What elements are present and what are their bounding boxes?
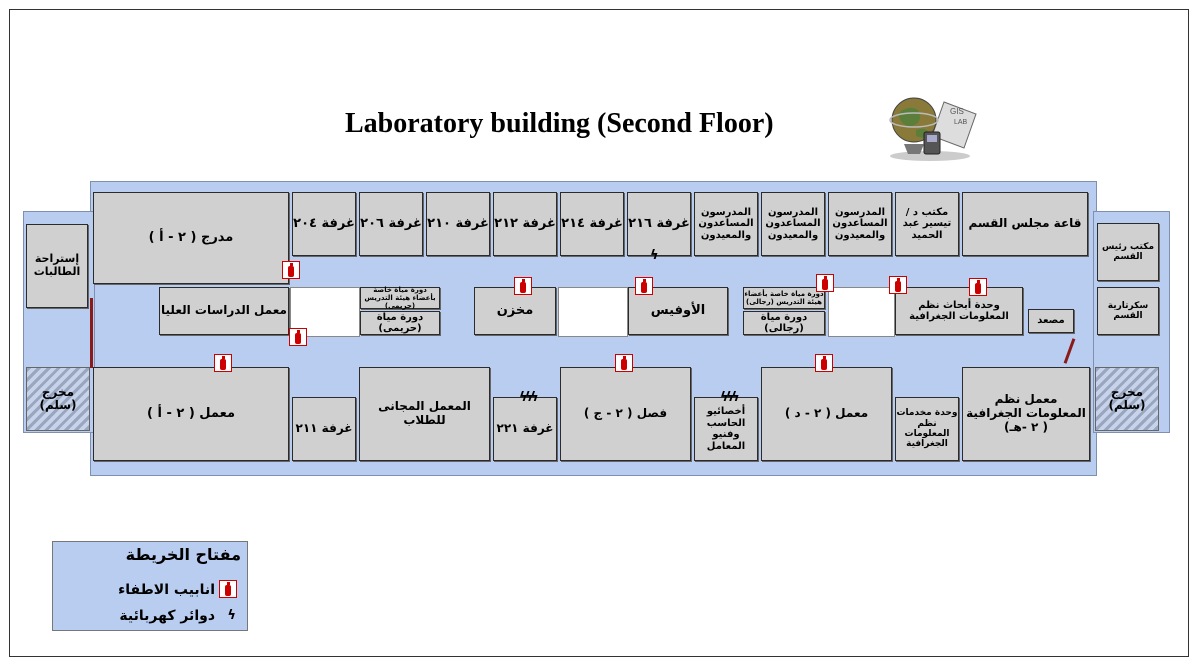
courtyard-3 bbox=[828, 287, 895, 337]
map-frame bbox=[9, 9, 1189, 657]
room-female-wc[interactable]: دورة مياة (حريمى) bbox=[360, 311, 440, 335]
legend-extinguisher-label: انابيب الاطفاء bbox=[118, 582, 215, 598]
room-teaching-assistants-3[interactable]: المدرسون المساعدون والمعيدون bbox=[828, 192, 892, 256]
gis-lab-logo: GIS LAB bbox=[889, 97, 977, 161]
room-male-wc[interactable]: دورة مياة (رجالى) bbox=[743, 311, 825, 335]
elevator[interactable]: مصعد bbox=[1028, 309, 1074, 333]
room-204[interactable]: غرفة ٢٠٤ bbox=[292, 192, 356, 256]
legend-electrical-label: دوائر كهربائية bbox=[119, 608, 215, 624]
fire-extinguisher-icon bbox=[289, 328, 307, 346]
room-221[interactable]: غرفة ٢٢١ bbox=[493, 397, 557, 461]
electric-circuit-icon: ϟϟϟ bbox=[720, 390, 740, 405]
exit-stairs-west[interactable]: مخرج (سلم) bbox=[26, 367, 90, 431]
legend-title: مفتاح الخريطة bbox=[125, 545, 241, 564]
room-free-student-lab[interactable]: المعمل المجانى للطلاب bbox=[359, 367, 490, 461]
room-female-lounge[interactable]: إستراحة الطالبات bbox=[26, 224, 88, 308]
fire-extinguisher-icon bbox=[969, 278, 987, 296]
fire-extinguisher-icon bbox=[635, 277, 653, 295]
room-class-2c[interactable]: فصل ( ٢ - ج ) bbox=[560, 367, 691, 461]
room-graduate-lab[interactable]: معمل الدراسات العليا bbox=[159, 287, 289, 335]
fire-extinguisher-icon bbox=[889, 276, 907, 294]
electric-circuit-icon: ϟϟϟ bbox=[519, 390, 539, 405]
room-storage[interactable]: مخزن bbox=[474, 287, 556, 335]
map-legend: مفتاح الخريطة انابيب الاطفاء ϟ دوائر كهر… bbox=[52, 541, 248, 631]
room-male-staff-wc[interactable]: دورة مياة خاصة بأعضاء هيئة التدريس (رجال… bbox=[743, 287, 825, 309]
electric-circuit-icon: ϟ bbox=[650, 248, 658, 263]
room-office-pantry[interactable]: الأوفيس bbox=[628, 287, 728, 335]
courtyard-2 bbox=[558, 287, 628, 337]
room-gis-research-unit[interactable]: وحدة أبحاث نظم المعلومات الجغرافية bbox=[895, 287, 1023, 335]
room-211[interactable]: غرفة ٢١١ bbox=[292, 397, 356, 461]
room-department-council[interactable]: قاعة مجلس القسم bbox=[962, 192, 1088, 256]
room-office-dr-taysir[interactable]: مكتب د / تيسير عبد الحميد bbox=[895, 192, 959, 256]
room-department-head[interactable]: مكتب رئيس القسم bbox=[1097, 223, 1159, 281]
room-214[interactable]: غرفة ٢١٤ bbox=[560, 192, 624, 256]
electric-circuit-icon: ϟ bbox=[227, 608, 235, 623]
fire-extinguisher-icon bbox=[816, 274, 834, 292]
fire-extinguisher-icon bbox=[282, 261, 300, 279]
fire-extinguisher-icon bbox=[615, 354, 633, 372]
room-216[interactable]: غرفة ٢١٦ bbox=[627, 192, 691, 256]
room-lab-2a[interactable]: معمل ( ٢ - أ ) bbox=[93, 367, 289, 461]
room-gis-services-unit[interactable]: وحدة مخدمات نظم المعلومات الجغرافية bbox=[895, 397, 959, 461]
fire-extinguisher-icon bbox=[514, 277, 532, 295]
room-206[interactable]: غرفة ٢٠٦ bbox=[359, 192, 423, 256]
room-gis-lab-2e[interactable]: معمل نظم المعلومات الجغرافية ( ٢ -هـ) bbox=[962, 367, 1090, 461]
room-female-staff-wc[interactable]: دورة مياة خاصة بأعضاء هيئة التدريس (حريم… bbox=[360, 286, 440, 310]
fire-extinguisher-icon bbox=[214, 354, 232, 372]
room-secretary[interactable]: سكرتارية القسم bbox=[1097, 287, 1159, 335]
room-computer-specialists[interactable]: أخصائيو الحاسب وفنيو المعامل bbox=[694, 397, 758, 461]
room-lecture-hall-2a[interactable]: مدرج ( ٢ - أ ) bbox=[93, 192, 289, 284]
room-212[interactable]: غرفة ٢١٢ bbox=[493, 192, 557, 256]
exit-stairs-east[interactable]: مخرج (سلم) bbox=[1095, 367, 1159, 431]
room-210[interactable]: غرفة ٢١٠ bbox=[426, 192, 490, 256]
svg-text:LAB: LAB bbox=[954, 119, 968, 126]
room-lab-2d[interactable]: معمل ( ٢ - د ) bbox=[761, 367, 892, 461]
fire-extinguisher-icon bbox=[815, 354, 833, 372]
wall-marker bbox=[90, 298, 93, 368]
svg-text:GIS: GIS bbox=[950, 107, 964, 116]
map-title: Laboratory building (Second Floor) bbox=[345, 108, 774, 139]
room-teaching-assistants-1[interactable]: المدرسون المساعدون والمعيدون bbox=[694, 192, 758, 256]
room-teaching-assistants-2[interactable]: المدرسون المساعدون والمعيدون bbox=[761, 192, 825, 256]
fire-extinguisher-icon bbox=[219, 580, 237, 598]
